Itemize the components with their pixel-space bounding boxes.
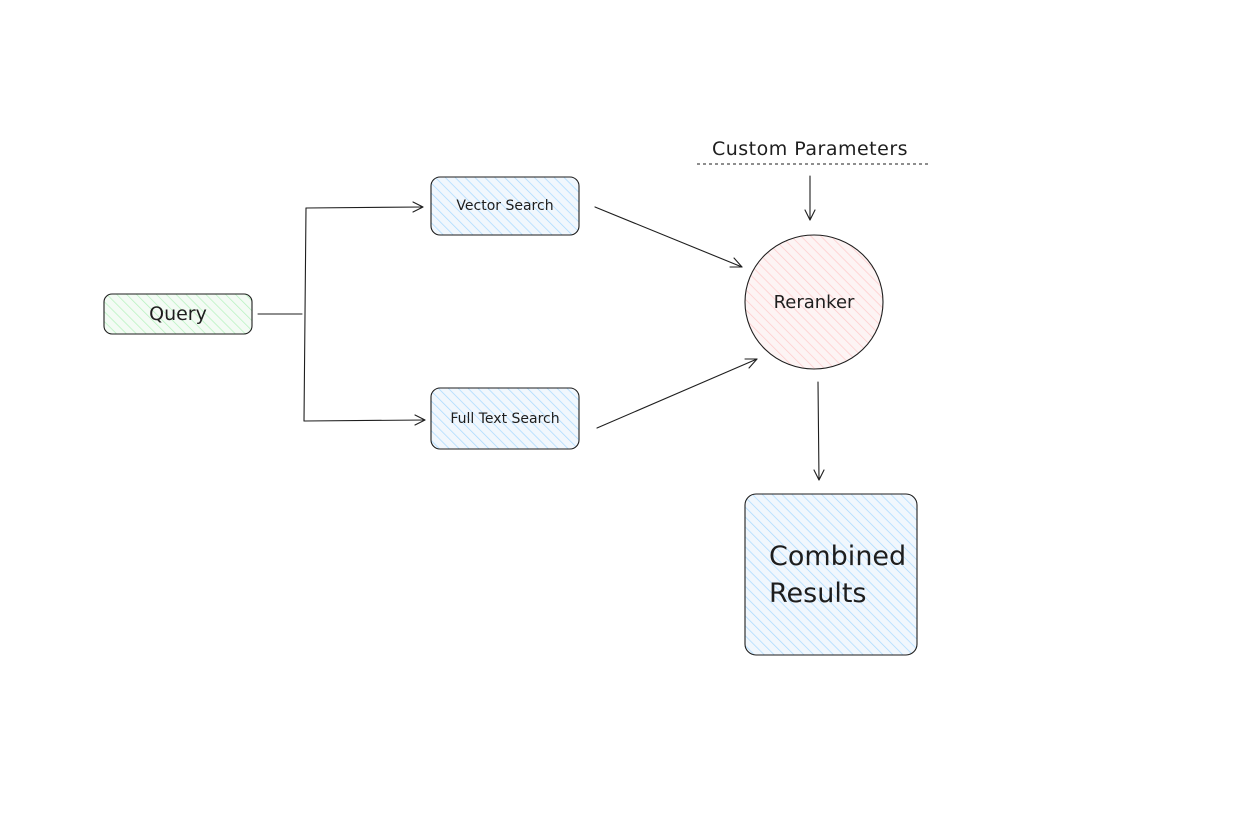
fulltext-to-reranker-arrow — [596, 358, 758, 429]
reranker-node — [744, 234, 884, 370]
query-node — [103, 293, 253, 335]
connectors — [257, 175, 825, 481]
vector-search-node — [430, 176, 580, 236]
branch-to-vector-arrow — [305, 206, 424, 209]
reranker-to-results-arrow — [817, 381, 820, 481]
branch-vertical-line — [303, 207, 307, 422]
full-text-search-node — [430, 387, 580, 450]
vector-to-reranker-arrow — [594, 206, 743, 268]
branch-to-fulltext-arrow — [303, 419, 426, 422]
combined-results-node — [744, 493, 918, 656]
